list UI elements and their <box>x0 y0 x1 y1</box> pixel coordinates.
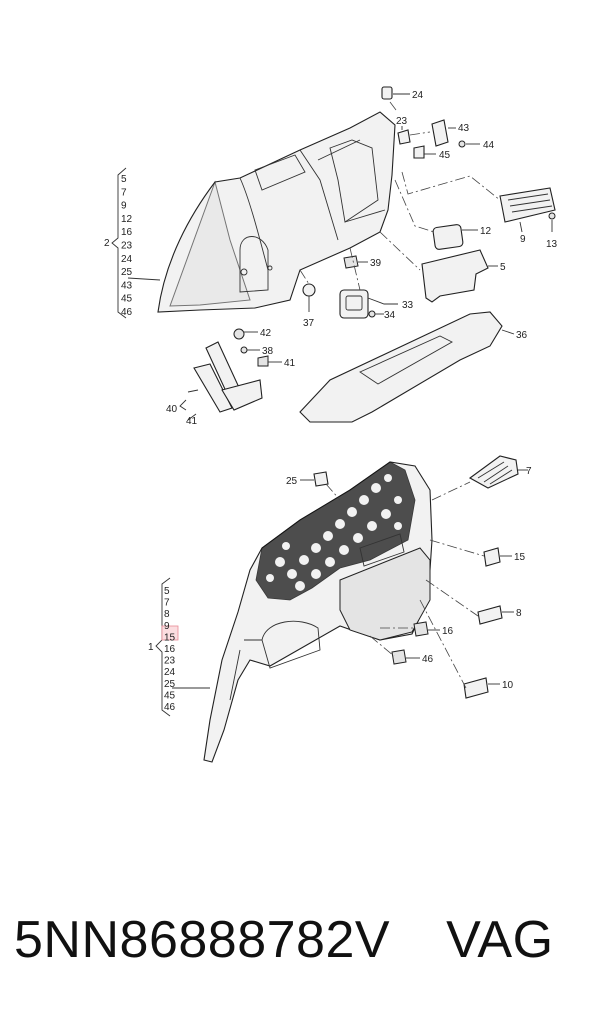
callout-23: 23 <box>396 116 408 127</box>
group-list-item: 43 <box>121 280 133 291</box>
group-list-item: 5 <box>121 174 127 185</box>
callout-44: 44 <box>483 140 495 151</box>
group-list-item: 9 <box>164 621 170 632</box>
upper-group-number: 2 <box>104 238 110 249</box>
caption: 5NN86888782V VAG <box>14 905 594 975</box>
group-list-item: 7 <box>121 187 127 198</box>
group-list-item: 45 <box>121 294 133 305</box>
group-list-item: 9 <box>121 201 127 212</box>
part-number: 5NN86888782V <box>14 911 391 969</box>
lower-group-number: 1 <box>148 642 154 653</box>
callout-24: 24 <box>412 90 424 101</box>
upper-leaders <box>299 101 501 291</box>
brand-name: VAG <box>446 911 554 969</box>
callout-41b: 41 <box>186 416 198 427</box>
callout-12: 12 <box>480 226 492 237</box>
callout-37: 37 <box>303 318 315 329</box>
callout-10: 10 <box>502 680 514 691</box>
callout-43: 43 <box>458 123 470 134</box>
callout-39: 39 <box>370 258 382 269</box>
callout-45: 45 <box>439 150 451 161</box>
callout-38: 38 <box>262 346 274 357</box>
callout-15: 15 <box>514 552 526 563</box>
callout-36: 36 <box>516 330 528 341</box>
group-list-item: 24 <box>121 254 133 265</box>
callout-41a: 41 <box>284 358 296 369</box>
group-list-item: 25 <box>121 267 133 278</box>
group-list-item: 25 <box>164 679 176 690</box>
group-list-item: 5 <box>164 586 170 597</box>
lower-small-parts <box>300 455 528 699</box>
group-list-item: 23 <box>164 656 176 667</box>
upper-group-bracket: 2 5 7 9 12 16 23 24 25 43 45 46 <box>104 167 161 319</box>
callout-16: 16 <box>442 626 454 637</box>
group-list-item: 45 <box>164 690 176 701</box>
callout-13: 13 <box>546 239 558 250</box>
group-list-item: 46 <box>121 307 133 318</box>
lower-trim-panel <box>203 461 433 763</box>
upper-small-parts <box>302 86 556 319</box>
group-list-item: 12 <box>121 214 133 225</box>
lower-leaders <box>325 481 485 689</box>
group-list-item: 23 <box>121 241 133 252</box>
group-list-item: 16 <box>121 227 133 238</box>
callout-40: 40 <box>166 404 178 415</box>
callout-34: 34 <box>384 310 396 321</box>
group-list-item: 24 <box>164 667 176 678</box>
callout-42: 42 <box>260 328 272 339</box>
callout-8: 8 <box>516 608 522 619</box>
callout-25: 25 <box>286 476 298 487</box>
panel-36 <box>299 311 515 423</box>
callout-46: 46 <box>422 654 434 665</box>
group-list-item: 7 <box>164 598 170 609</box>
lower-callouts: 25 7 15 8 16 46 10 <box>286 466 532 691</box>
group-list-item: 16 <box>164 644 176 655</box>
callout-9: 9 <box>520 234 526 245</box>
group-list-item: 15 <box>164 632 176 643</box>
upper-group-list: 5 7 9 12 16 23 24 25 43 45 46 <box>121 174 133 318</box>
highlight-box <box>161 625 179 641</box>
callout-7: 7 <box>526 466 532 477</box>
group-list-item: 8 <box>164 609 170 620</box>
group-list-item: 46 <box>164 702 176 713</box>
upper-trim-panel <box>157 111 396 313</box>
callout-33: 33 <box>402 300 414 311</box>
upper-callouts: 24 23 43 44 45 9 13 12 5 39 33 34 37 36 … <box>166 90 558 427</box>
bracket-40 <box>179 328 282 421</box>
callout-5: 5 <box>500 262 506 273</box>
